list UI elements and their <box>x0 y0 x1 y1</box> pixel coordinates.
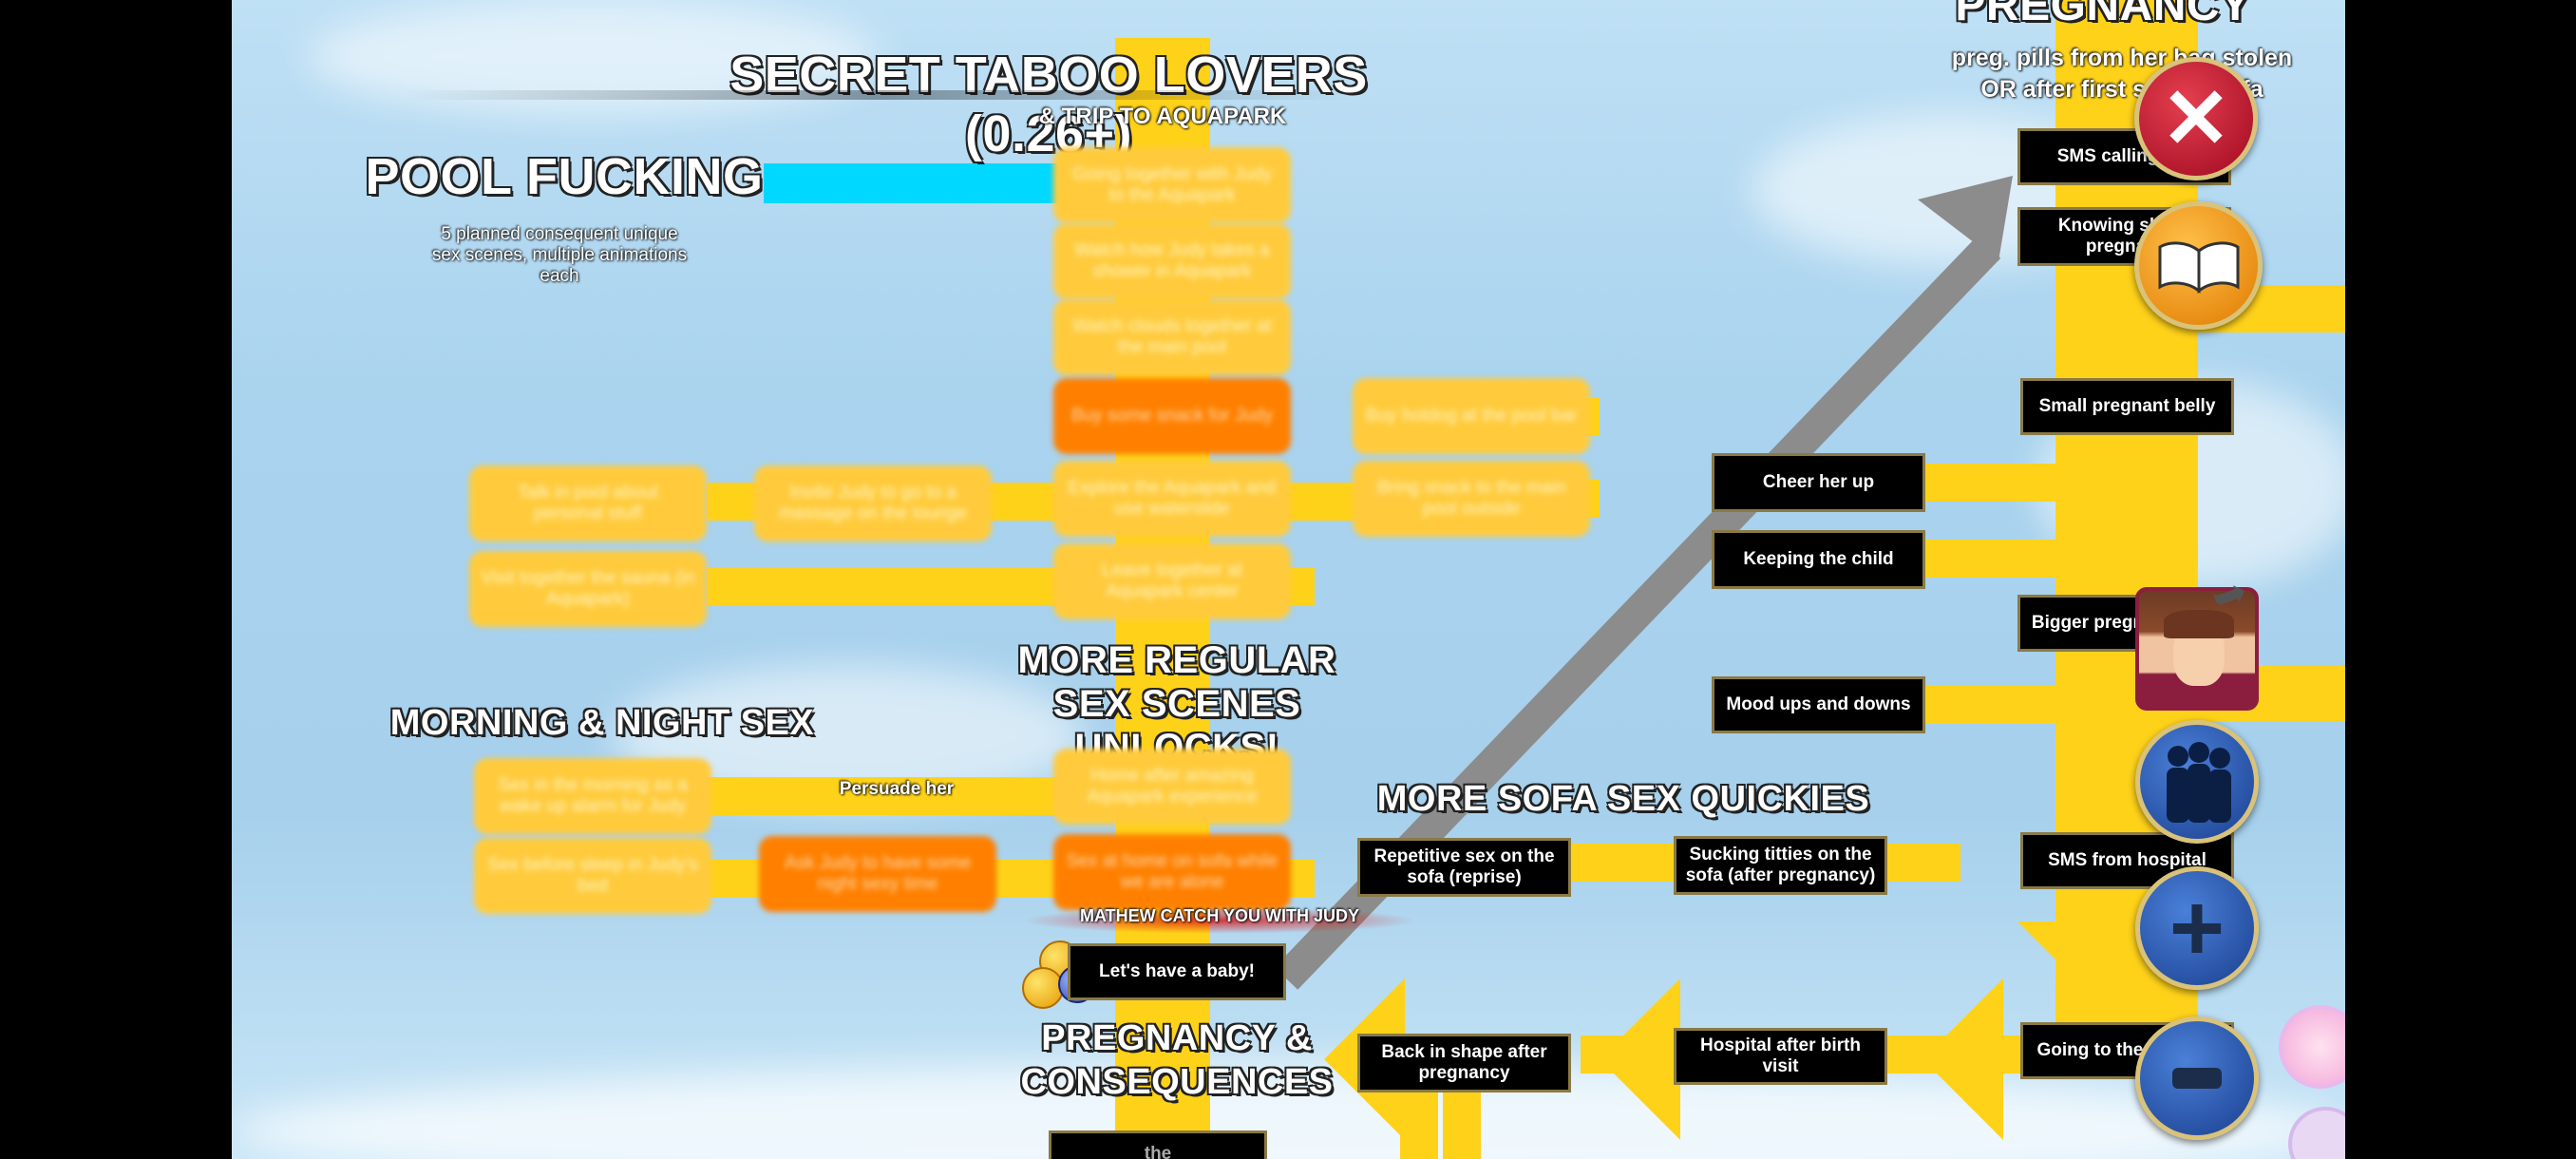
plus-icon: + <box>2169 875 2226 981</box>
pregnancy-title: PREGNANCY <box>1955 0 2251 30</box>
pool-section-description: 5 planned consequent unique sex scenes, … <box>431 224 688 286</box>
pool-section-title: POOL FUCKING <box>365 148 764 205</box>
minus-icon <box>2172 1068 2222 1089</box>
node-buy-snack[interactable]: Buy some snack for Judy <box>1053 378 1291 454</box>
node-ask-judy-night[interactable]: Ask Judy to have some night sexy time <box>759 836 996 912</box>
close-icon: ✕ <box>2161 71 2231 165</box>
group-button[interactable] <box>2135 720 2259 844</box>
sucking-titties-node[interactable]: Sucking titties on the sofa (after pregn… <box>1674 836 1887 895</box>
group-silhouette-icon <box>2167 742 2231 823</box>
node-home-after-aquapark[interactable]: Home after amazing Aquapark experience <box>1053 749 1291 825</box>
node-talk-in-pool[interactable]: Talk in pool about personal stuff <box>469 466 707 542</box>
node-explore-aquapark[interactable]: Explore the Aquapark and use waterslide <box>1053 461 1291 537</box>
node-sex-on-sofa[interactable]: Sex at home on sofa while we are alone <box>1053 834 1291 910</box>
sofa-quickies-title: MORE SOFA SEX QUICKIES <box>1376 779 1870 819</box>
consequences-title: PREGNANCY & CONSEQUENCES <box>1020 1018 1334 1102</box>
mood-ups-downs-node[interactable]: Mood ups and downs <box>1712 676 1925 733</box>
story-map-canvas[interactable]: SECRET TABOO LOVERS (0.26+) & TRIP TO AQ… <box>232 0 2345 1159</box>
node-sex-morning[interactable]: Sex in the morning as a wake up alarm fo… <box>474 758 711 834</box>
back-in-shape-node[interactable]: Back in shape after pregnancy <box>1357 1034 1571 1092</box>
small-belly-node[interactable]: Small pregnant belly <box>2020 378 2234 435</box>
close-button[interactable]: ✕ <box>2134 57 2258 180</box>
zoom-in-button[interactable]: + <box>2135 866 2259 990</box>
zoom-out-button[interactable] <box>2135 1016 2259 1140</box>
node-leave-aquapark[interactable]: Leave together at Aquapark center <box>1053 543 1291 619</box>
book-button[interactable] <box>2134 201 2263 330</box>
pool-link-bar <box>764 163 1068 203</box>
mathew-glow <box>1020 907 1419 934</box>
title-swoosh <box>403 90 1353 100</box>
node-bring-snack[interactable]: Bring snack to the main pool outside <box>1353 461 1590 537</box>
keeping-child-node[interactable]: Keeping the child <box>1712 530 1925 589</box>
hospital-visit-node[interactable]: Hospital after birth visit <box>1674 1028 1887 1085</box>
node-watch-shower[interactable]: Watch how Judy takes a shower in Aquapar… <box>1053 223 1291 299</box>
repetitive-sofa-node[interactable]: Repetitive sex on the sofa (reprise) <box>1357 838 1571 897</box>
character-portrait[interactable] <box>2135 587 2259 711</box>
node-going-aquapark[interactable]: Going together with Judy to the Aquapark <box>1053 147 1291 223</box>
subtitle: & TRIP TO AQUAPARK <box>1038 104 1287 129</box>
node-sex-before-sleep[interactable]: Sex before sleep in Judy's bed <box>474 838 711 914</box>
node-visit-sauna[interactable]: Visit together the sauna (in Aquapark) <box>469 551 707 627</box>
mathew-label: MATHEW CATCH YOU WITH JUDY <box>1080 906 1359 925</box>
lets-have-a-baby-node[interactable]: Let's have a baby! <box>1068 943 1286 1000</box>
persuade-label: Persuade her <box>839 779 955 799</box>
heart-gift-icon[interactable] <box>2279 1005 2345 1089</box>
node-watch-clouds[interactable]: Watch clouds together at the main pool <box>1053 299 1291 375</box>
book-icon <box>2158 240 2239 294</box>
bottom-partial-node[interactable]: the <box>1049 1130 1267 1159</box>
cheer-her-up-node[interactable]: Cheer her up <box>1712 453 1925 512</box>
pregnancy-condition: preg. pills from her bag stolen OR after… <box>1951 45 2293 103</box>
node-invite-massage[interactable]: Invite Judy to go to a massage on the lo… <box>754 466 992 542</box>
morning-section-title: MORNING & NIGHT SEX <box>389 703 815 743</box>
node-buy-hotdog[interactable]: Buy hotdog at the pool bar <box>1353 378 1590 454</box>
